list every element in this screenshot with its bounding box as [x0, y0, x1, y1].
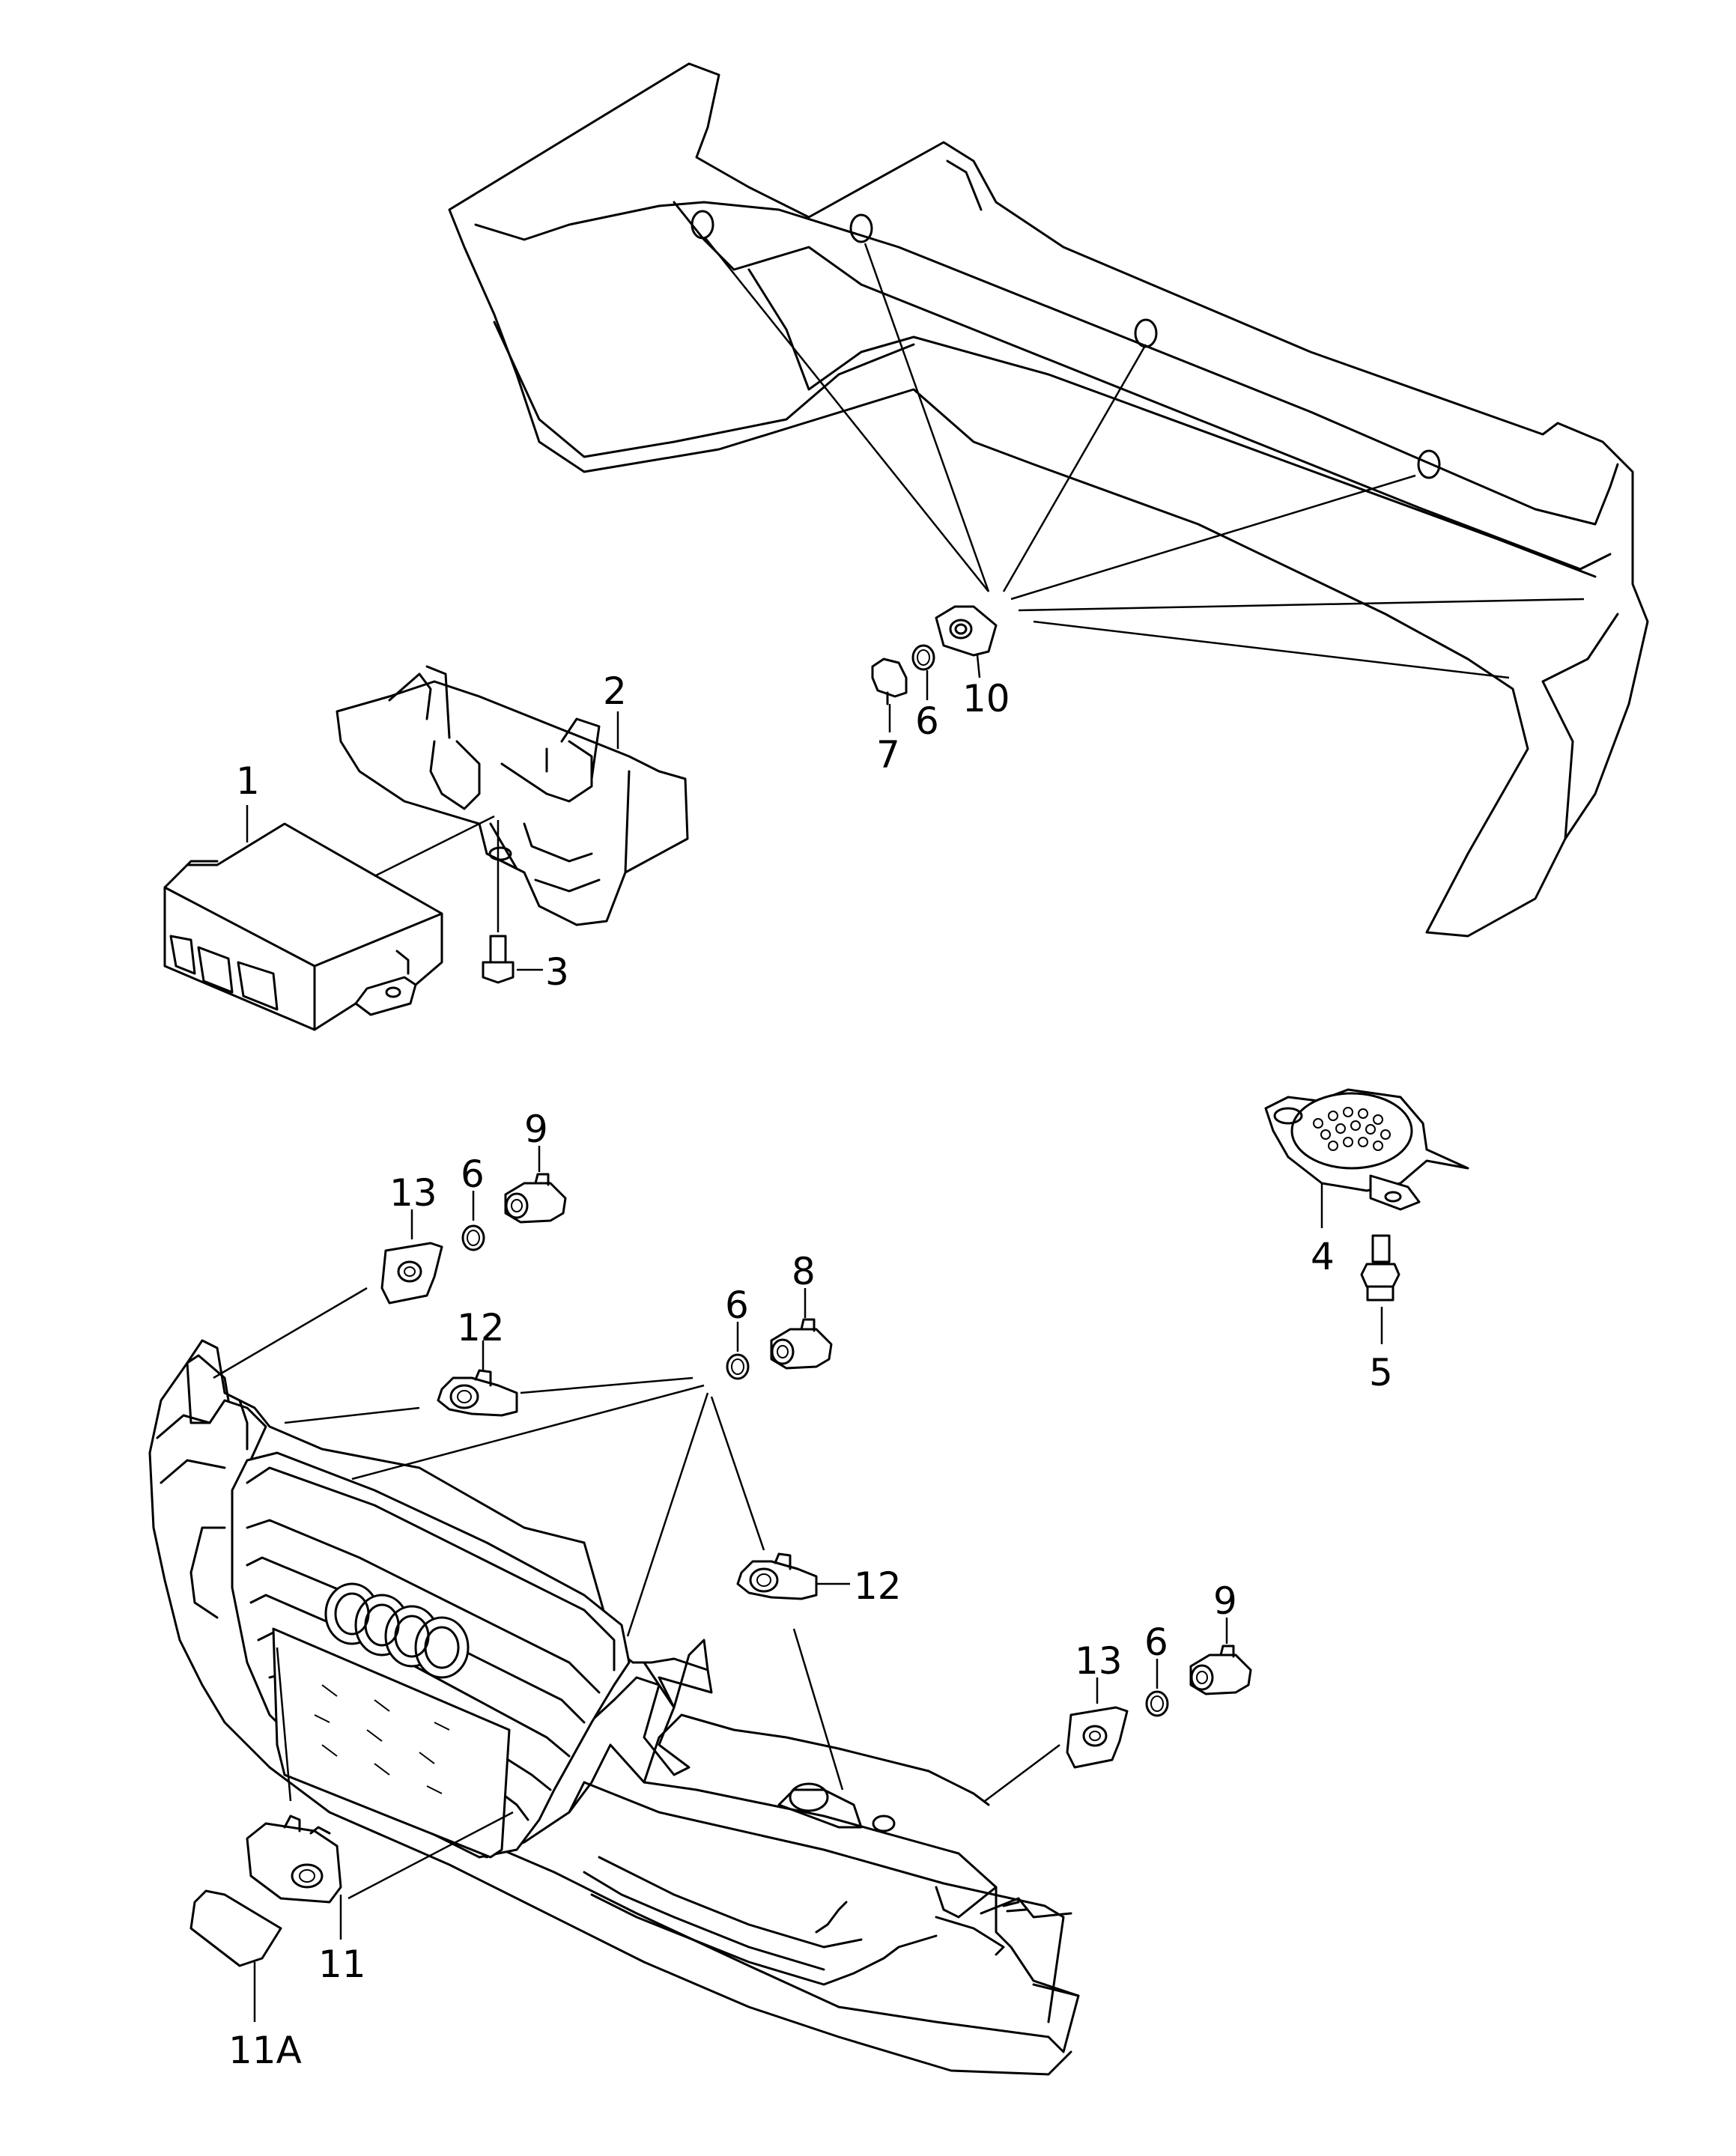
- callout-6-mid: 6: [725, 1284, 749, 1327]
- callout-6-right: 6: [1144, 1621, 1168, 1664]
- rear-sensor-leaders: [705, 237, 1585, 679]
- part-11-front-holder: [246, 1815, 342, 1940]
- callout-labels: 2 1 3 10 6 7 9 6 13 8 6 12 12 4 5 9 6 13…: [228, 669, 1393, 2072]
- part-8-sensor: [770, 1288, 833, 1370]
- callout-12-top: 12: [457, 1306, 505, 1349]
- callout-8: 8: [792, 1250, 816, 1293]
- part-9-top-sensor: [504, 1146, 567, 1224]
- callout-9-right: 9: [1213, 1579, 1237, 1623]
- callout-1: 1: [236, 759, 260, 803]
- callout-11a: 11A: [228, 2029, 302, 2072]
- part-3-screw: [482, 820, 543, 984]
- part-6-top-ring: [461, 1191, 485, 1251]
- callout-3: 3: [545, 950, 569, 994]
- part-9-right-sensor: [1189, 1618, 1252, 1695]
- audi-rings: [324, 1582, 470, 1679]
- callout-11: 11: [318, 1943, 366, 1986]
- part-2-bracket: [336, 665, 689, 926]
- callout-10: 10: [962, 677, 1010, 720]
- part-4-buzzer: [1264, 1088, 1469, 1228]
- rear-bumper: [448, 62, 1649, 938]
- part-10-sensor-holder: [935, 605, 998, 678]
- part-11a-cover: [189, 1889, 282, 2022]
- callout-9-top: 9: [524, 1108, 548, 1151]
- part-5-screw: [1360, 1234, 1400, 1344]
- part-6-mid-ring: [726, 1322, 750, 1380]
- callout-7: 7: [876, 733, 900, 777]
- buzzer-grille: [1313, 1107, 1391, 1151]
- callout-12-mid: 12: [854, 1564, 902, 1608]
- callout-5: 5: [1369, 1351, 1393, 1394]
- part-12-mid-holder: [736, 1552, 850, 1600]
- part-13-right-bracket: [1066, 1677, 1129, 1769]
- part-7-sensor: [871, 658, 908, 732]
- part-12-top-holder: [437, 1340, 518, 1417]
- part-6-right-ring: [1145, 1659, 1169, 1717]
- part-13-top-bracket: [380, 1209, 443, 1305]
- license-plate: [272, 1627, 511, 1859]
- part-6-rear-ring: [911, 644, 935, 700]
- callout-6-top: 6: [461, 1153, 485, 1196]
- callout-13-right: 13: [1075, 1639, 1123, 1683]
- callout-6-rear: 6: [915, 699, 939, 743]
- part-1-control-unit: [163, 805, 495, 1031]
- callout-2: 2: [603, 669, 627, 713]
- front-grille: [231, 1451, 631, 1859]
- callout-4: 4: [1311, 1235, 1335, 1278]
- callout-13-top: 13: [389, 1171, 437, 1215]
- front-sensor-leaders: [213, 1287, 1060, 1900]
